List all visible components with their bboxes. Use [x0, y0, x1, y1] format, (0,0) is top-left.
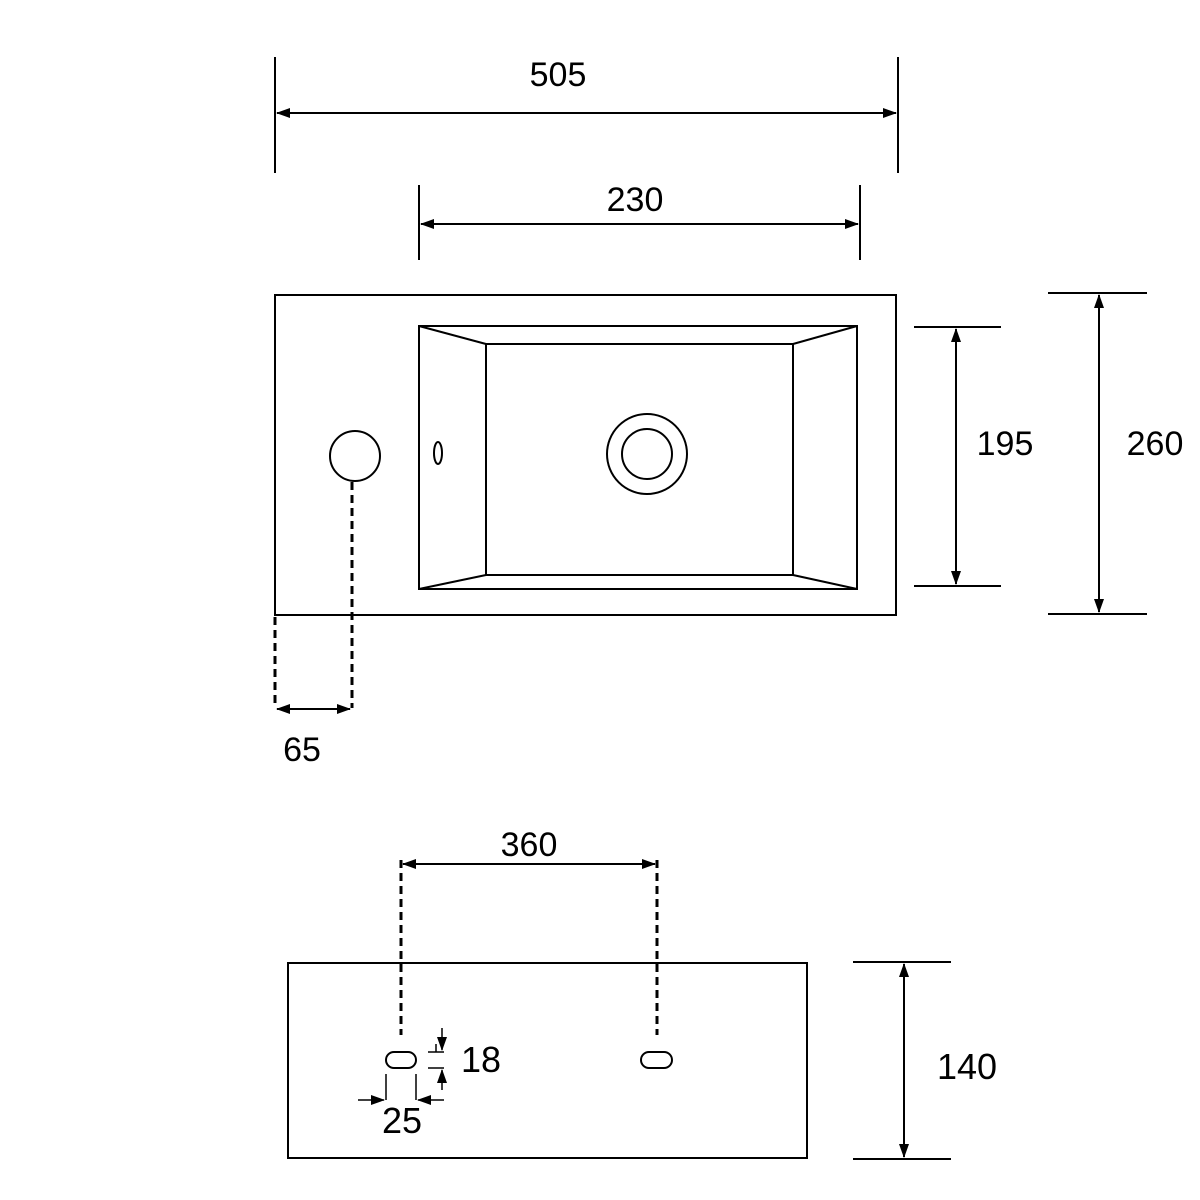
tap-offset-label: 65 — [283, 731, 321, 769]
overall-depth-dimension: 260 — [1048, 292, 1184, 615]
mounting-spacing-dimension: 360 — [399, 826, 659, 1035]
overflow-slot — [433, 441, 443, 465]
basin-width-dimension: 230 — [418, 181, 861, 260]
drain-inner-ring — [621, 428, 673, 480]
mounting-slot-left — [385, 1051, 417, 1069]
basin-depth-dimension: 195 — [914, 326, 1034, 587]
tap-hole — [329, 430, 381, 482]
mounting-slot-right — [640, 1051, 673, 1069]
overall-depth-label: 260 — [1127, 425, 1184, 463]
top-view: 505 230 195 — [273, 56, 1184, 769]
sink-outline-top — [274, 294, 897, 616]
mounting-spacing-label: 360 — [501, 826, 558, 864]
overall-width-label: 505 — [530, 56, 587, 94]
basin-edge-bl — [418, 574, 487, 590]
height-label: 140 — [937, 1046, 997, 1087]
sink-outline-side — [287, 962, 808, 1159]
basin-depth-label: 195 — [977, 425, 1034, 463]
slot-height-dimension: 18 — [428, 1028, 501, 1090]
rear-view: 360 18 25 140 — [287, 826, 997, 1160]
basin-rim — [418, 325, 858, 590]
basin-floor — [485, 343, 794, 576]
height-dimension: 140 — [853, 961, 997, 1160]
basin-edge-tr — [792, 325, 858, 345]
slot-width-label: 25 — [382, 1100, 422, 1141]
slot-height-label: 18 — [461, 1039, 501, 1080]
slot-width-dimension: 25 — [358, 1074, 444, 1141]
overall-width-dimension: 505 — [274, 56, 899, 173]
tap-offset-dimension: 65 — [273, 482, 354, 769]
drain-outer-ring — [606, 413, 688, 495]
basin-edge-tl — [418, 325, 487, 345]
basin-width-label: 230 — [607, 181, 664, 219]
basin-edge-br — [792, 574, 858, 590]
